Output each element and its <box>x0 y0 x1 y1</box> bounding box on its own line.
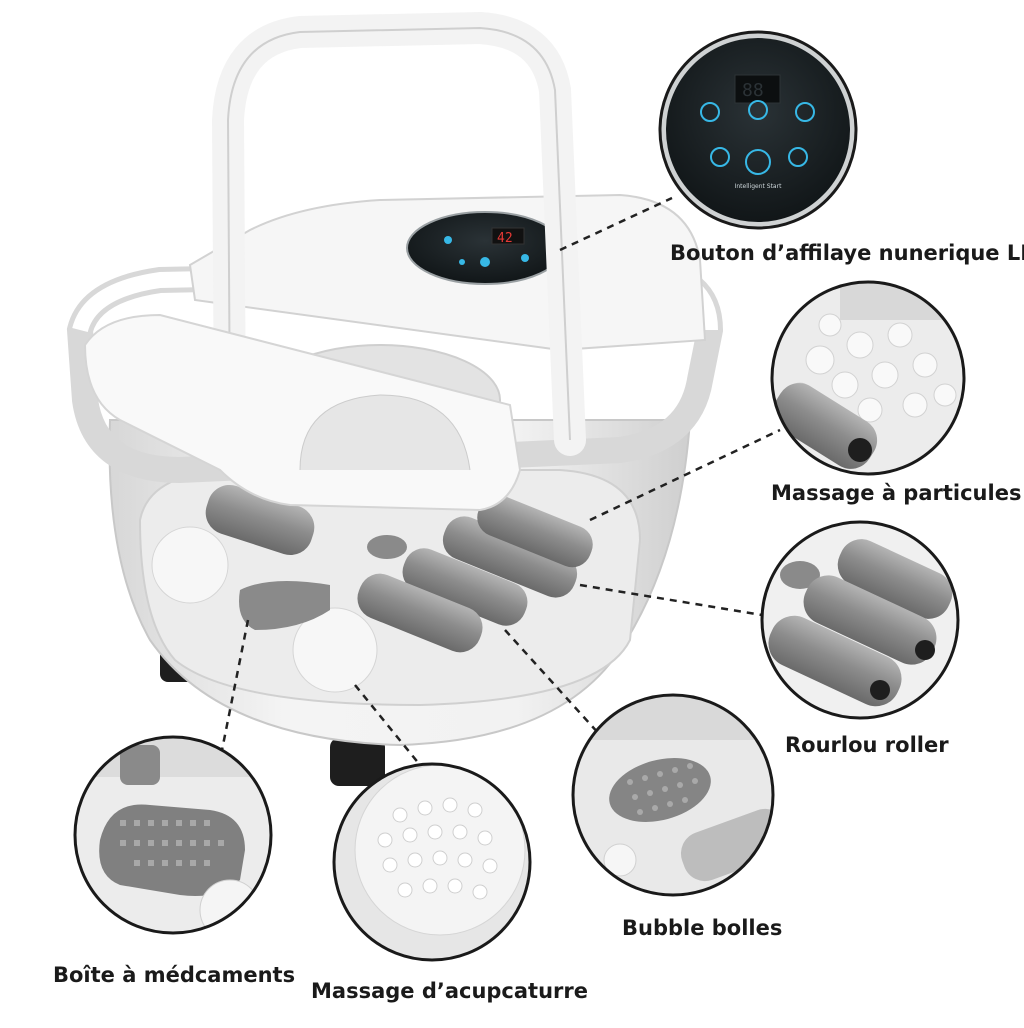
label-acupuncture-massage: Massage d’acupcaturre <box>311 979 588 1003</box>
zoom-acupuncture-massage <box>332 762 532 962</box>
leader-lines <box>218 196 781 766</box>
label-roller: Rourlou roller <box>785 733 949 757</box>
zoom-rollers <box>760 520 960 720</box>
label-particle-massage: Massage à particules <box>771 481 1022 505</box>
zoom-bubbles <box>571 693 775 897</box>
label-led-button: Bouton d’affilaye nunerique LED <box>670 241 1024 265</box>
label-medicine-box: Boîte à médcaments <box>53 963 296 987</box>
zoom-particle-massage <box>770 280 966 476</box>
display-readout: 42 <box>497 231 513 246</box>
foot-spa-basin: 42 <box>66 11 724 786</box>
zoom-control-panel: 88 Intelligent Start <box>658 30 858 230</box>
svg-text:88: 88 <box>742 80 764 101</box>
panel-small-text: Intelligent Start <box>735 183 782 190</box>
zoom-medicine-box <box>73 735 273 935</box>
control-panel: 42 <box>406 211 564 285</box>
label-bubbles: Bubble bolles <box>622 916 783 940</box>
